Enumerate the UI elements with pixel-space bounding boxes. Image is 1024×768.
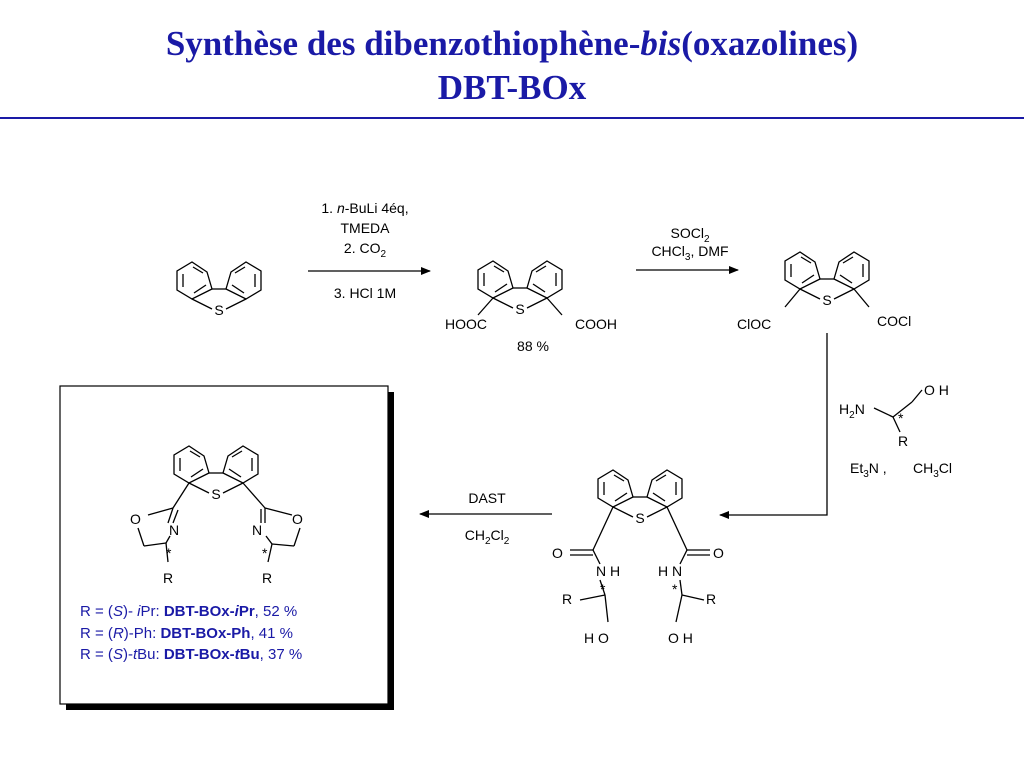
diamide-structure: S O N H * R H O O H N * R O H: [552, 469, 724, 646]
right-oxazoline-n: N: [252, 522, 262, 538]
dbt-box-product-structure: S O N * R O N * R: [130, 445, 303, 586]
title-line2: DBT-BOx: [437, 68, 587, 107]
svg-text:*: *: [262, 545, 268, 561]
left-r: R: [562, 591, 572, 607]
diacid-yield: 88 %: [517, 338, 549, 354]
svg-text:DAST: DAST: [468, 490, 506, 506]
svg-text:TMEDA: TMEDA: [341, 220, 391, 236]
left-oxazoline-n: N: [169, 522, 179, 538]
aminoalcohol-reagent: H2N O H * R: [839, 382, 949, 449]
left-nh: N H: [596, 563, 620, 579]
step3-conditions: Et3N , CH3Cl: [850, 460, 952, 480]
cloc-label: ClOC: [737, 316, 771, 332]
sulfur-atom-4: S: [635, 510, 644, 526]
aminoalcohol-oh: O H: [924, 382, 949, 398]
step1-conditions: 1. n-BuLi 4éq, TMEDA 2. CO2 3. HCl 1M: [321, 200, 408, 301]
svg-text:CH3Cl: CH3Cl: [913, 460, 952, 480]
right-r: R: [706, 591, 716, 607]
svg-text:3. HCl 1M: 3. HCl 1M: [334, 285, 396, 301]
aminoalcohol-r: R: [898, 433, 908, 449]
right-oxazoline-o: O: [292, 511, 303, 527]
right-oh: O H: [668, 630, 693, 646]
result-line-ph: R = (R)-Ph: DBT-BOx-Ph, 41 %: [80, 625, 293, 642]
svg-text:*: *: [600, 581, 606, 597]
svg-text:*: *: [166, 545, 172, 561]
step2-conditions: SOCl2 CHCl3, DMF: [651, 225, 728, 263]
sulfur-atom-3: S: [822, 292, 831, 308]
cooh-label: COOH: [575, 316, 617, 332]
dibenzothiophene-structure: S: [176, 261, 262, 318]
svg-text:Et3N ,: Et3N ,: [850, 460, 887, 480]
svg-text:SOCl2: SOCl2: [670, 225, 709, 245]
sulfur-atom-2: S: [515, 301, 524, 317]
right-nh: H N: [658, 563, 682, 579]
svg-text:*: *: [672, 581, 678, 597]
sulfur-atom-5: S: [211, 486, 220, 502]
reaction-arrow-3: [719, 333, 828, 519]
svg-text:2. CO2: 2. CO2: [344, 240, 387, 260]
hooc-label: HOOC: [445, 316, 487, 332]
left-oh: H O: [584, 630, 609, 646]
step4-conditions: DAST CH2Cl2: [465, 490, 510, 547]
title-line1: Synthèse des dibenzothiophène-bis(oxazol…: [165, 24, 859, 63]
diacid-chloride-structure: S ClOC COCl: [737, 251, 911, 332]
right-amide-o: O: [713, 545, 724, 561]
svg-text:H2N: H2N: [839, 401, 865, 421]
diacid-structure: S HOOC COOH 88 %: [445, 260, 617, 354]
left-oxazoline-o: O: [130, 511, 141, 527]
svg-text:*: *: [898, 410, 904, 426]
slide-title: Synthèse des dibenzothiophène-bis(oxazol…: [0, 22, 1024, 110]
cocl-label: COCl: [877, 313, 911, 329]
left-oxazoline-r: R: [163, 570, 173, 586]
title-divider: [0, 117, 1024, 119]
sulfur-atom-1: S: [214, 302, 223, 318]
product-box: [59, 385, 394, 710]
svg-text:CHCl3, DMF: CHCl3, DMF: [651, 243, 728, 263]
left-amide-o: O: [552, 545, 563, 561]
svg-text:1. n-BuLi 4éq,: 1. n-BuLi 4éq,: [321, 200, 408, 216]
svg-text:CH2Cl2: CH2Cl2: [465, 527, 510, 547]
result-line-ipr: R = (S)- iPr: DBT-BOx-iPr, 52 %: [80, 603, 298, 620]
result-line-tbu: R = (S)-tBu: DBT-BOx-tBu, 37 %: [80, 646, 303, 663]
right-oxazoline-r: R: [262, 570, 272, 586]
